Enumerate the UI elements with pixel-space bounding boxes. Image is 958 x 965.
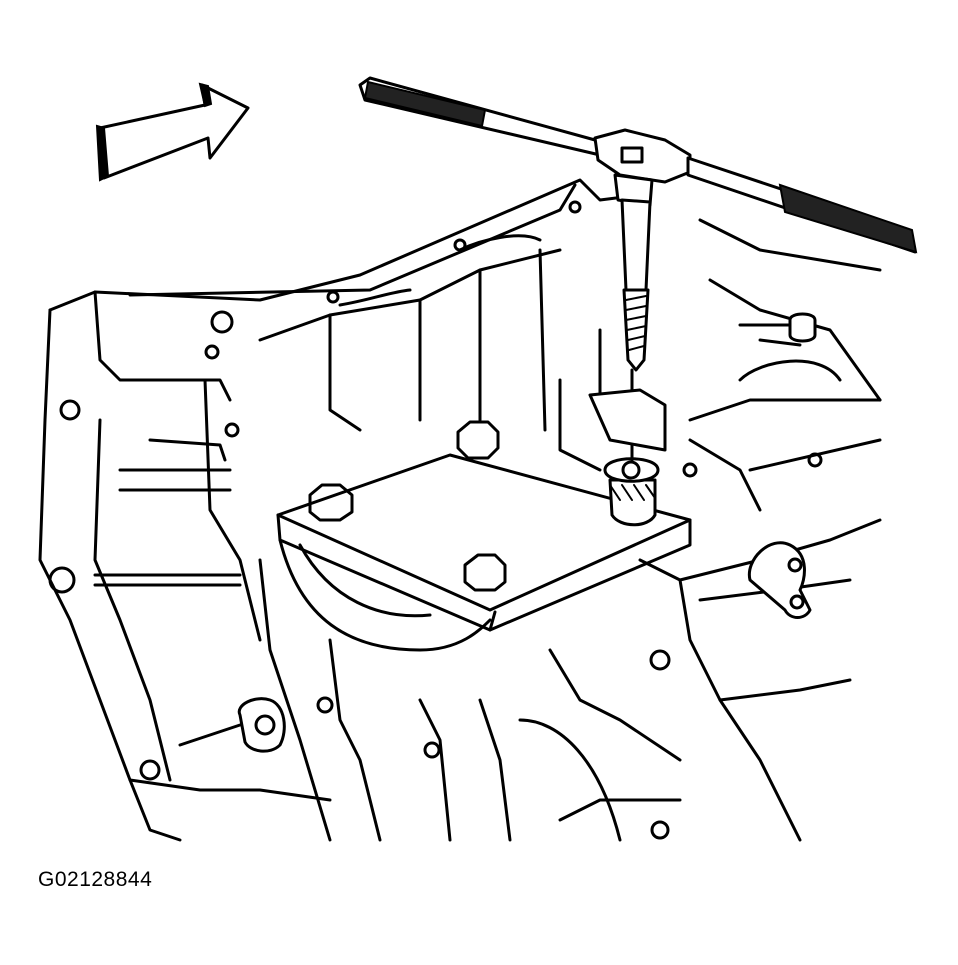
figure-id-label: G02128844 [38, 868, 153, 891]
bolt-icon [588, 312, 817, 452]
engine-block-icon [38, 178, 882, 842]
thread-tap-icon [620, 198, 652, 462]
tap-wrench-icon [358, 76, 918, 254]
bolt-icon [178, 541, 812, 753]
direction-arrow-icon [95, 82, 250, 182]
bolt-icon [308, 420, 660, 592]
fixture-plate-icon [276, 453, 692, 632]
